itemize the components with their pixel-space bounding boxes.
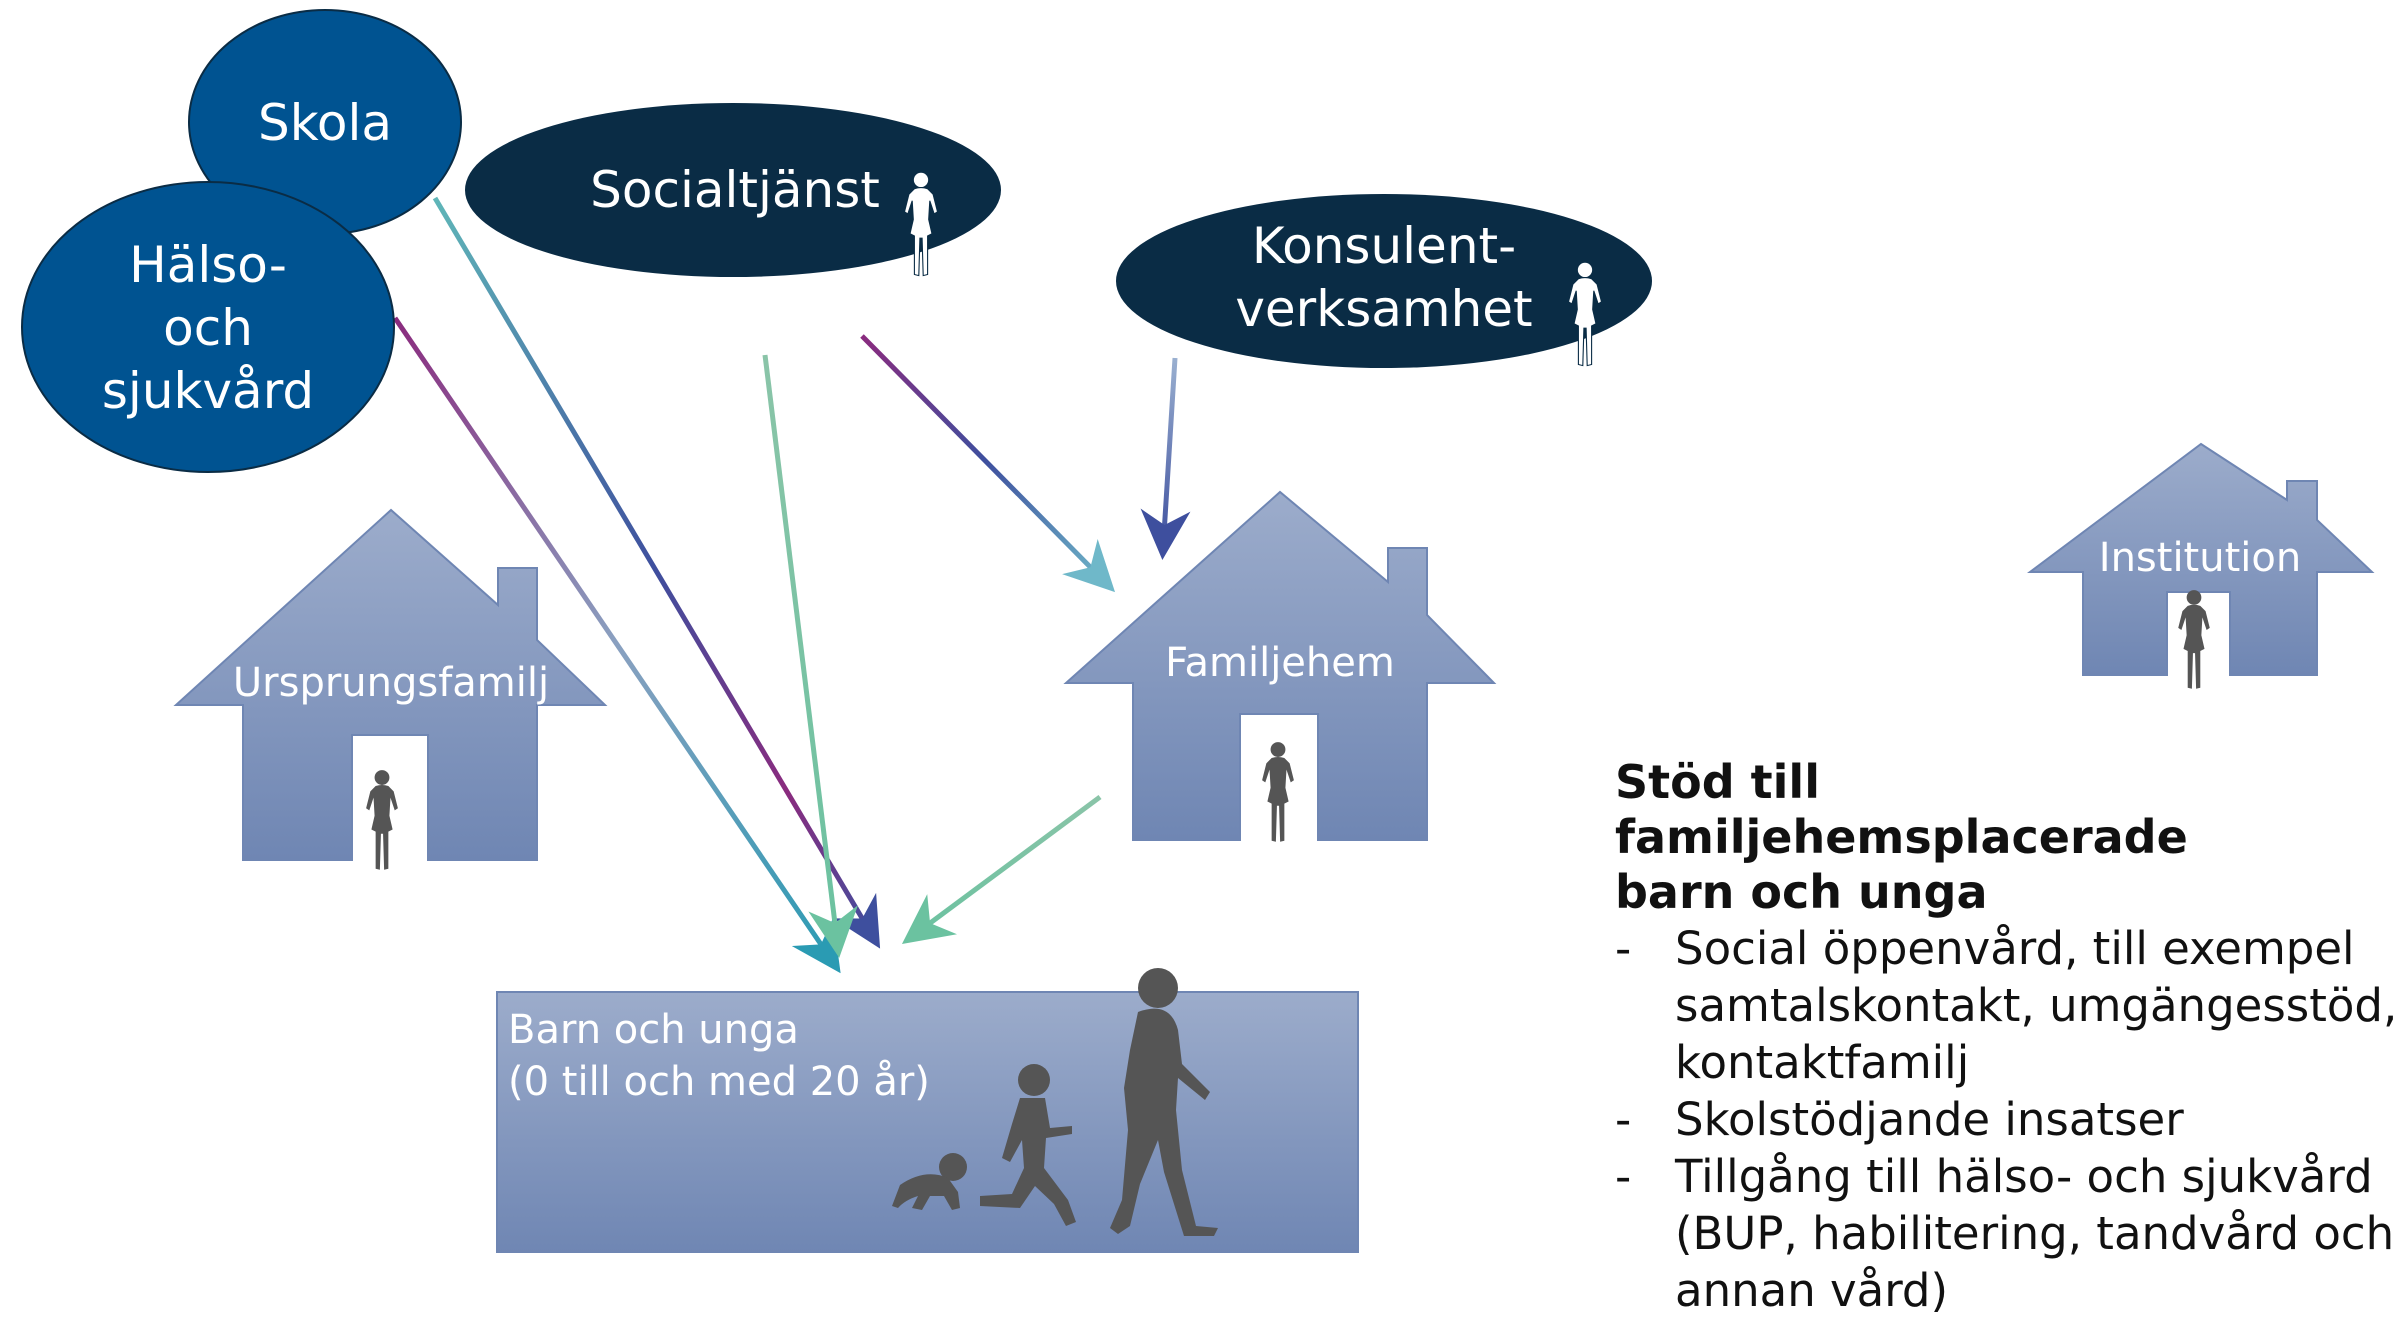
house-label-ursprungsfamilj: Ursprungsfamilj [232, 660, 550, 706]
arrow-skola-to-barn [432, 196, 881, 949]
box-label-line-2: (0 till och med 20 år) [508, 1059, 930, 1105]
diagram-canvas [21, 9, 2375, 1253]
side-heading-line-1: Stöd till familjehemsplacerade [1615, 755, 2188, 864]
oval-konsulentverksamhet [1116, 194, 1652, 368]
box-barn-och-unga [496, 991, 1359, 1253]
box-label: Barn och unga (0 till och med 20 år) [508, 1004, 930, 1108]
crawling-baby-icon [892, 1153, 967, 1210]
house-label-familjehem: Familjehem [1165, 640, 1395, 686]
oval-konsulent-label: Konsulent- verksamhet [1214, 208, 1554, 348]
list-item: Skolstödjande insatser [1615, 1091, 2399, 1148]
side-heading: Stöd till familjehemsplacerade barn och … [1615, 755, 2399, 920]
oval-halso-och-sjukvard [21, 181, 395, 473]
oval-halso-label: Hälso- och sjukvård [58, 228, 358, 428]
konsulent-line-2: verksamhet [1235, 280, 1533, 338]
oval-socialtjanst [465, 103, 1001, 277]
side-heading-line-2: barn och unga [1615, 865, 1988, 919]
oval-socialtjanst-label: Socialtjänst [560, 148, 910, 232]
list-item-line: Social öppenvård, till exempel [1675, 922, 2355, 975]
side-list: Social öppenvård, till exempel samtalsko… [1615, 920, 2399, 1319]
list-item: Tillgång till hälso- och sjukvård (BUP, … [1615, 1148, 2399, 1319]
arrow-socialtjanst-to-barn [762, 354, 858, 958]
side-panel: Stöd till familjehemsplacerade barn och … [1615, 755, 2399, 1319]
list-item-line: kontaktfamilj [1675, 1036, 1970, 1089]
walking-woman-icon [1110, 968, 1218, 1236]
list-item-line: annan vård) [1675, 1264, 1949, 1317]
arrow-konsulent-to-familjehem [1140, 357, 1191, 560]
house-ursprungsfamilj [173, 508, 608, 870]
person-icon [2178, 590, 2210, 689]
running-child-icon [980, 1064, 1076, 1226]
halso-line-3: sjukvård [101, 361, 315, 420]
house-familjehem [1063, 490, 1497, 842]
house-label-institution: Institution [2098, 535, 2302, 581]
halso-line-1: Hälso- [129, 235, 287, 294]
person-icon [1262, 742, 1294, 842]
list-item-line: samtalskontakt, umgängesstöd, [1675, 979, 2398, 1032]
arrow-halso-to-barn [392, 316, 841, 974]
konsulent-line-1: Konsulent- [1251, 217, 1517, 275]
arrow-socialtjanst-to-familjehem [860, 334, 1116, 593]
socialtjanst-text: Socialtjänst [590, 161, 880, 219]
oval-skola-label: Skola [200, 78, 450, 168]
list-item-line: Skolstödjande insatser [1675, 1093, 2184, 1146]
children-silhouettes [892, 968, 1218, 1236]
list-item: Social öppenvård, till exempel samtalsko… [1615, 920, 2399, 1091]
list-item-line: Tillgång till hälso- och sjukvård [1675, 1150, 2373, 1203]
list-item-line: (BUP, habilitering, tandvård och [1675, 1207, 2395, 1260]
box-label-line-1: Barn och unga [508, 1007, 799, 1053]
arrow-familjehem-to-barn [901, 794, 1102, 944]
halso-line-2: och [163, 298, 253, 357]
skola-text: Skola [257, 94, 393, 152]
person-icon [366, 770, 398, 870]
house-institution [2026, 442, 2375, 689]
